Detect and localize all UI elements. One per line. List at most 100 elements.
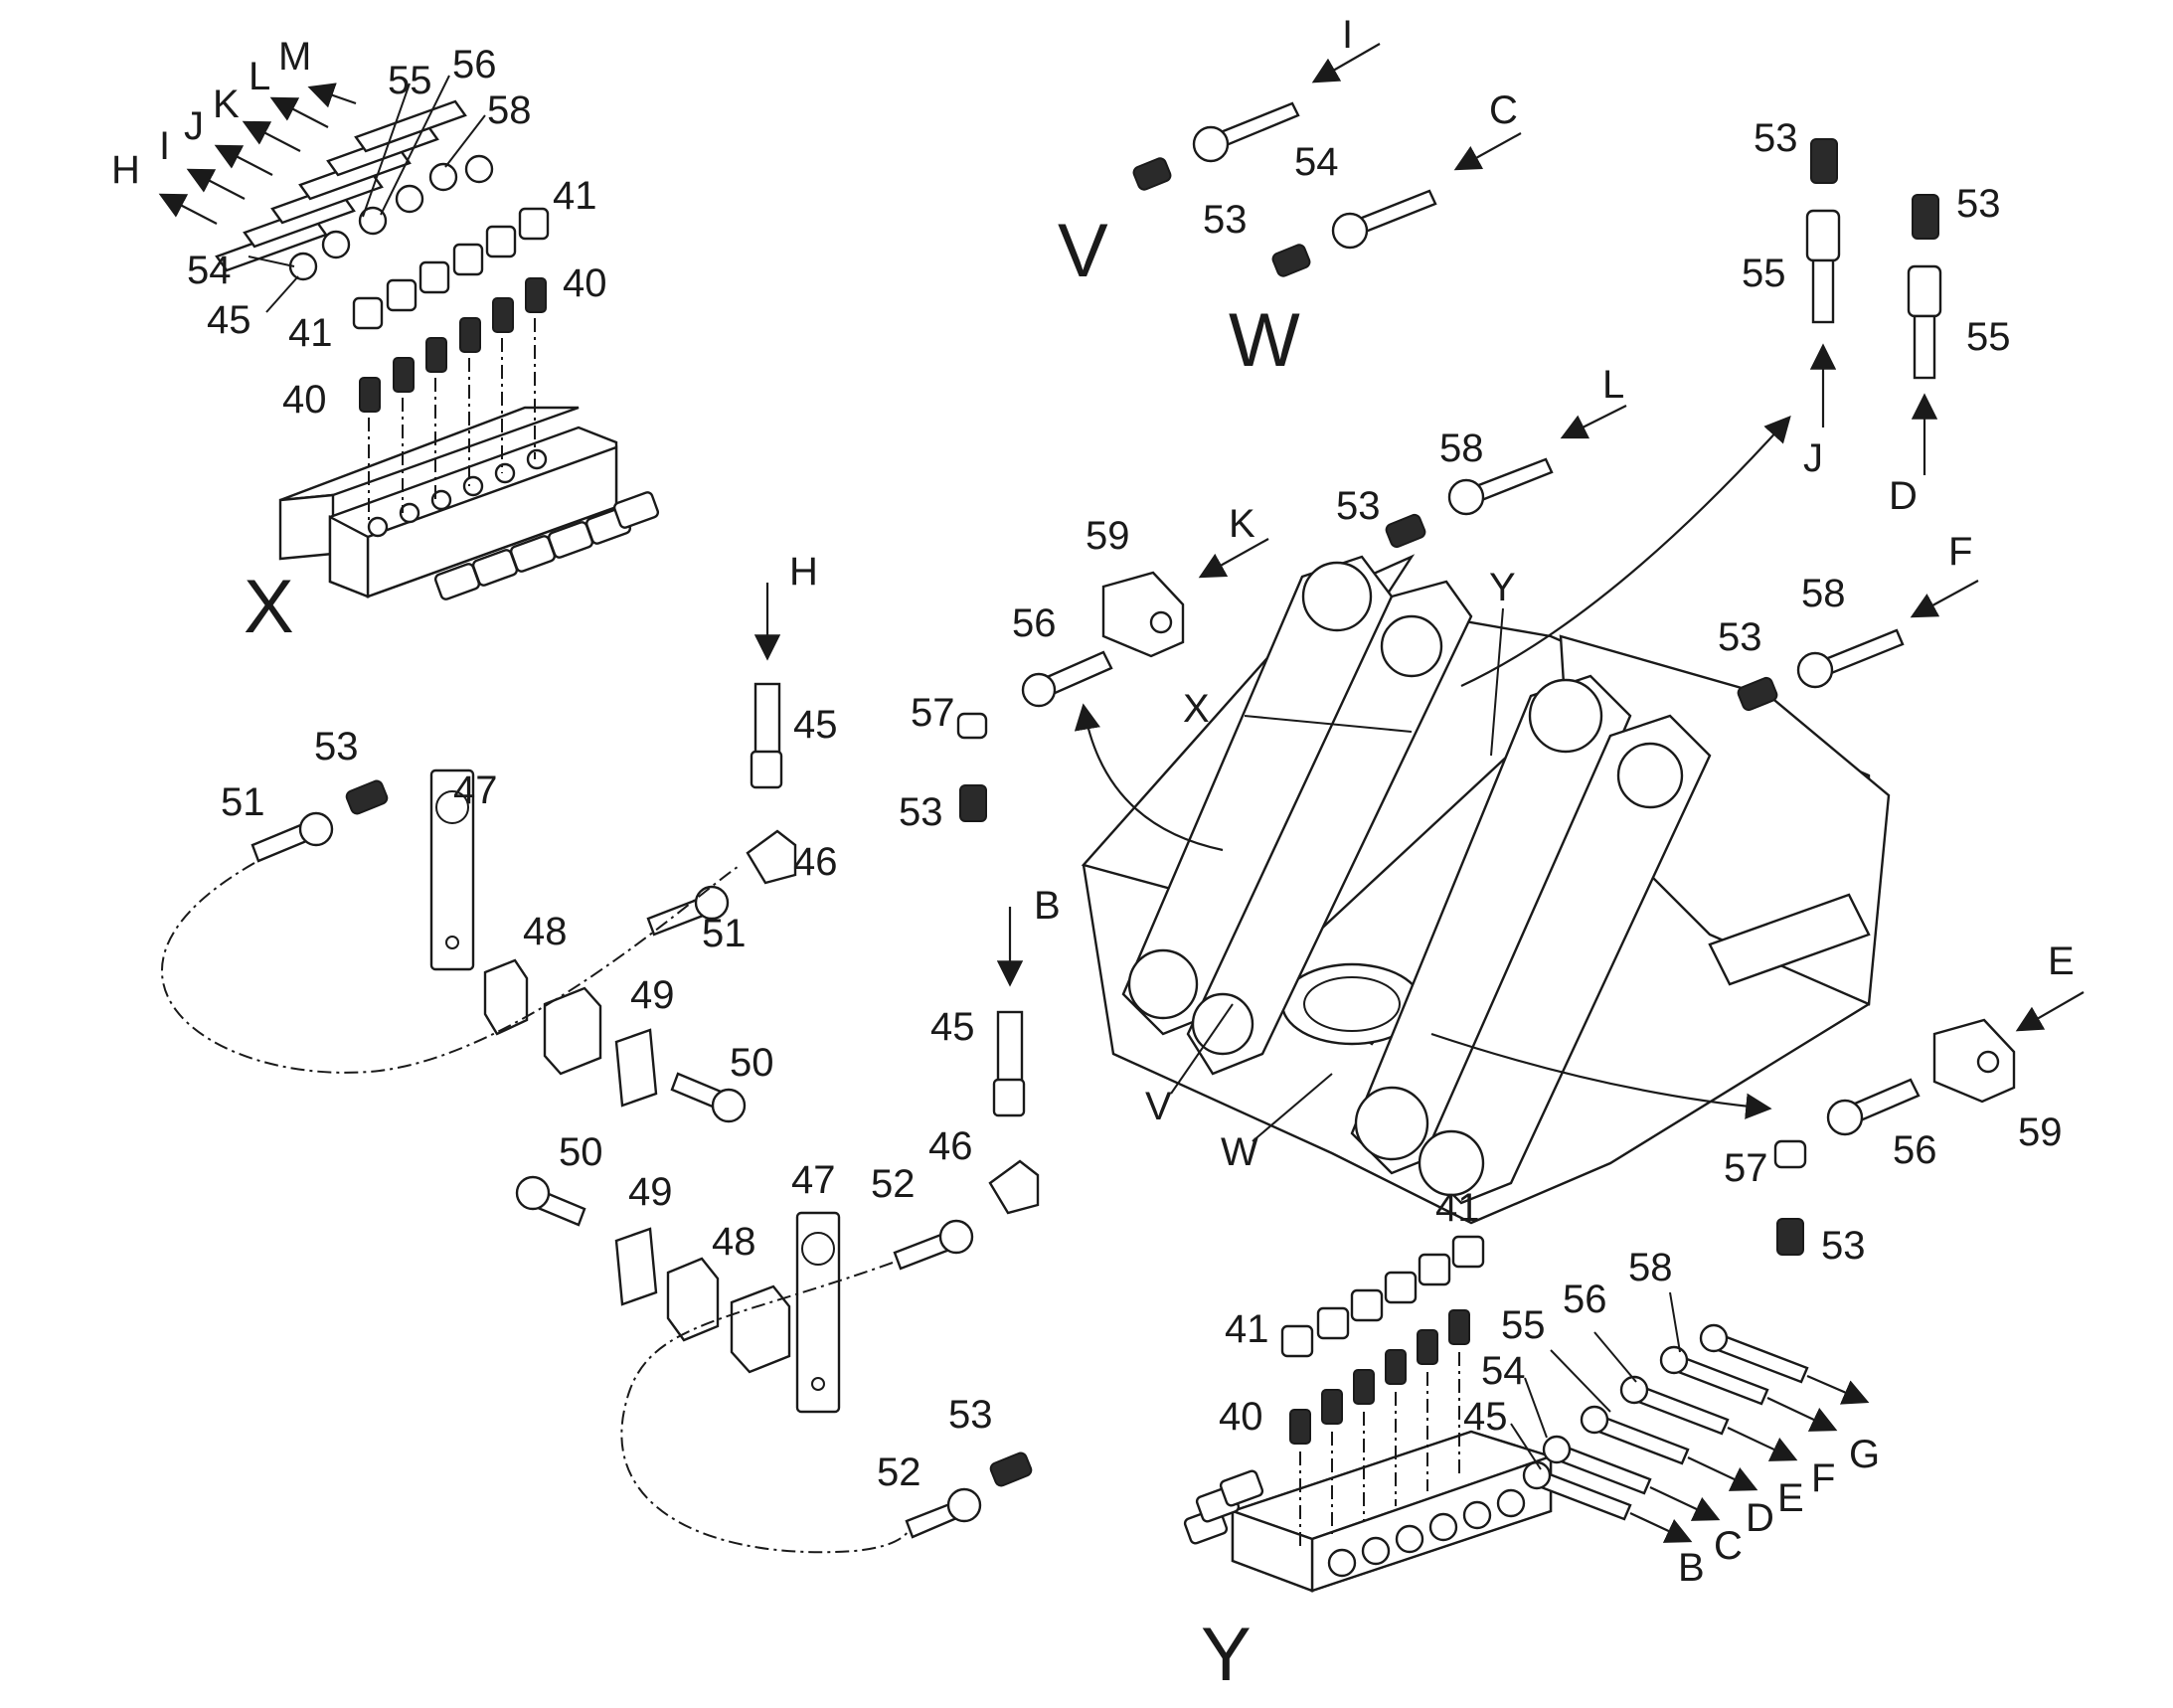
callout-55: 55 xyxy=(388,59,432,102)
callout-47: 47 xyxy=(453,769,498,812)
callout-46: 46 xyxy=(928,1124,973,1168)
view-letter-x: X xyxy=(244,565,294,649)
callout-D: D xyxy=(1889,474,1918,518)
right-mount-e: E 56 59 57 53 xyxy=(1724,939,2085,1268)
callout-57: 57 xyxy=(1724,1146,1768,1190)
callout-J: J xyxy=(184,104,204,148)
callout-E: E xyxy=(2048,939,2075,983)
connector-column-y xyxy=(1280,1235,1485,1546)
callout-58: 58 xyxy=(1628,1246,1673,1289)
callout-48: 48 xyxy=(523,910,568,953)
callout-51: 51 xyxy=(702,912,747,955)
callout-52: 52 xyxy=(877,1451,921,1494)
callout-58: 58 xyxy=(1439,427,1484,470)
callout-H: H xyxy=(789,550,818,594)
connector-column-x xyxy=(352,207,550,527)
callout-K: K xyxy=(1229,502,1255,546)
callout-F: F xyxy=(1948,530,1972,574)
callout-59: 59 xyxy=(2018,1110,2063,1154)
callouts-x: M 55 56 L K 58 J I H 41 54 45 40 41 40 xyxy=(111,35,607,422)
callout-51: 51 xyxy=(221,780,265,824)
callout-J: J xyxy=(1803,436,1823,480)
callout-55: 55 xyxy=(1966,315,2011,359)
callout-41: 41 xyxy=(1225,1307,1269,1351)
callout-41: 41 xyxy=(553,174,597,218)
manifold-block-x xyxy=(278,406,660,600)
callout-46: 46 xyxy=(793,840,838,884)
callout-56: 56 xyxy=(1563,1278,1607,1321)
callout-53: 53 xyxy=(1718,615,1762,659)
callout-53: 53 xyxy=(314,725,359,769)
callout-56: 56 xyxy=(1893,1128,1937,1172)
callout-40: 40 xyxy=(1219,1395,1263,1439)
callout-L: L xyxy=(1602,363,1624,407)
callout-H: H xyxy=(111,148,140,192)
callout-58: 58 xyxy=(1801,572,1846,615)
callout-B: B xyxy=(1678,1546,1705,1590)
left-mount-upper: H 45 53 51 47 46 51 48 49 50 xyxy=(160,550,838,1123)
callout-54: 54 xyxy=(1294,140,1339,184)
callout-55: 55 xyxy=(1742,252,1786,295)
manifold-y-group: 41 41 40 55 56 58 54 45 G F E D C B Y xyxy=(1183,1186,1880,1697)
callout-49: 49 xyxy=(630,973,675,1017)
callout-53: 53 xyxy=(899,790,943,834)
callout-53: 53 xyxy=(1336,484,1381,528)
callout-41: 41 xyxy=(288,311,333,355)
manifold-x-group: M 55 56 L K 58 J I H 41 54 45 40 41 40 X xyxy=(111,35,660,649)
callout-50: 50 xyxy=(559,1130,603,1174)
callout-56: 56 xyxy=(452,43,497,86)
callout-56: 56 xyxy=(1012,601,1057,645)
view-letter-w: W xyxy=(1229,298,1300,383)
callout-B: B xyxy=(1034,884,1061,928)
callout-58: 58 xyxy=(487,88,532,132)
callout-M: M xyxy=(278,35,311,79)
boom-arm-left xyxy=(1121,555,1473,1076)
callout-K: K xyxy=(213,83,240,126)
callout-53: 53 xyxy=(1203,198,1248,242)
loader-frame xyxy=(1081,554,1891,1225)
callout-W: W xyxy=(1221,1130,1258,1174)
callout-53: 53 xyxy=(1956,182,2001,226)
callout-41: 41 xyxy=(1435,1186,1480,1230)
callout-D: D xyxy=(1746,1496,1774,1540)
hose-ends-y xyxy=(1522,1323,1809,1521)
upper-mid-fittings: L 58 53 K 59 56 57 53 Y X F 58 53 xyxy=(899,363,1979,834)
callout-53: 53 xyxy=(1821,1224,1866,1268)
callout-57: 57 xyxy=(911,691,955,735)
callout-53: 53 xyxy=(948,1393,993,1437)
left-mount-lower: B 45 46 52 47 50 49 48 53 52 xyxy=(515,884,1061,1554)
callout-48: 48 xyxy=(712,1220,756,1264)
direction-arrows-x xyxy=(158,75,486,313)
callout-V: V xyxy=(1145,1085,1172,1128)
callout-50: 50 xyxy=(730,1041,774,1085)
callouts-y: 41 41 40 55 56 58 54 45 G F E D C B xyxy=(1219,1186,1880,1590)
callout-Y: Y xyxy=(1489,566,1516,609)
callout-F: F xyxy=(1811,1456,1835,1500)
callout-E: E xyxy=(1777,1476,1804,1520)
callout-40: 40 xyxy=(282,378,327,422)
direction-arrows-y xyxy=(1510,1291,1870,1543)
callout-54: 54 xyxy=(1481,1349,1526,1393)
callout-G: G xyxy=(1849,1433,1880,1476)
fitting-v-w-group: I C 54 53 V W xyxy=(1058,13,1522,383)
callout-45: 45 xyxy=(1463,1395,1508,1439)
frame-pointers: V W xyxy=(1074,416,1791,1174)
callout-53: 53 xyxy=(1754,116,1798,160)
callout-45: 45 xyxy=(930,1005,975,1049)
callout-C: C xyxy=(1714,1524,1743,1568)
callout-47: 47 xyxy=(791,1158,836,1202)
view-letter-v: V xyxy=(1058,209,1108,293)
callout-52: 52 xyxy=(871,1162,916,1206)
callout-45: 45 xyxy=(793,703,838,747)
callout-C: C xyxy=(1489,88,1518,132)
callout-I: I xyxy=(159,124,170,168)
callout-X: X xyxy=(1183,687,1210,731)
view-letter-y: Y xyxy=(1201,1613,1252,1697)
manifold-block-y xyxy=(1183,1430,1555,1593)
callout-55: 55 xyxy=(1501,1303,1546,1347)
callout-54: 54 xyxy=(187,249,232,292)
callout-49: 49 xyxy=(628,1170,673,1214)
boom-arm-right xyxy=(1350,674,1712,1205)
